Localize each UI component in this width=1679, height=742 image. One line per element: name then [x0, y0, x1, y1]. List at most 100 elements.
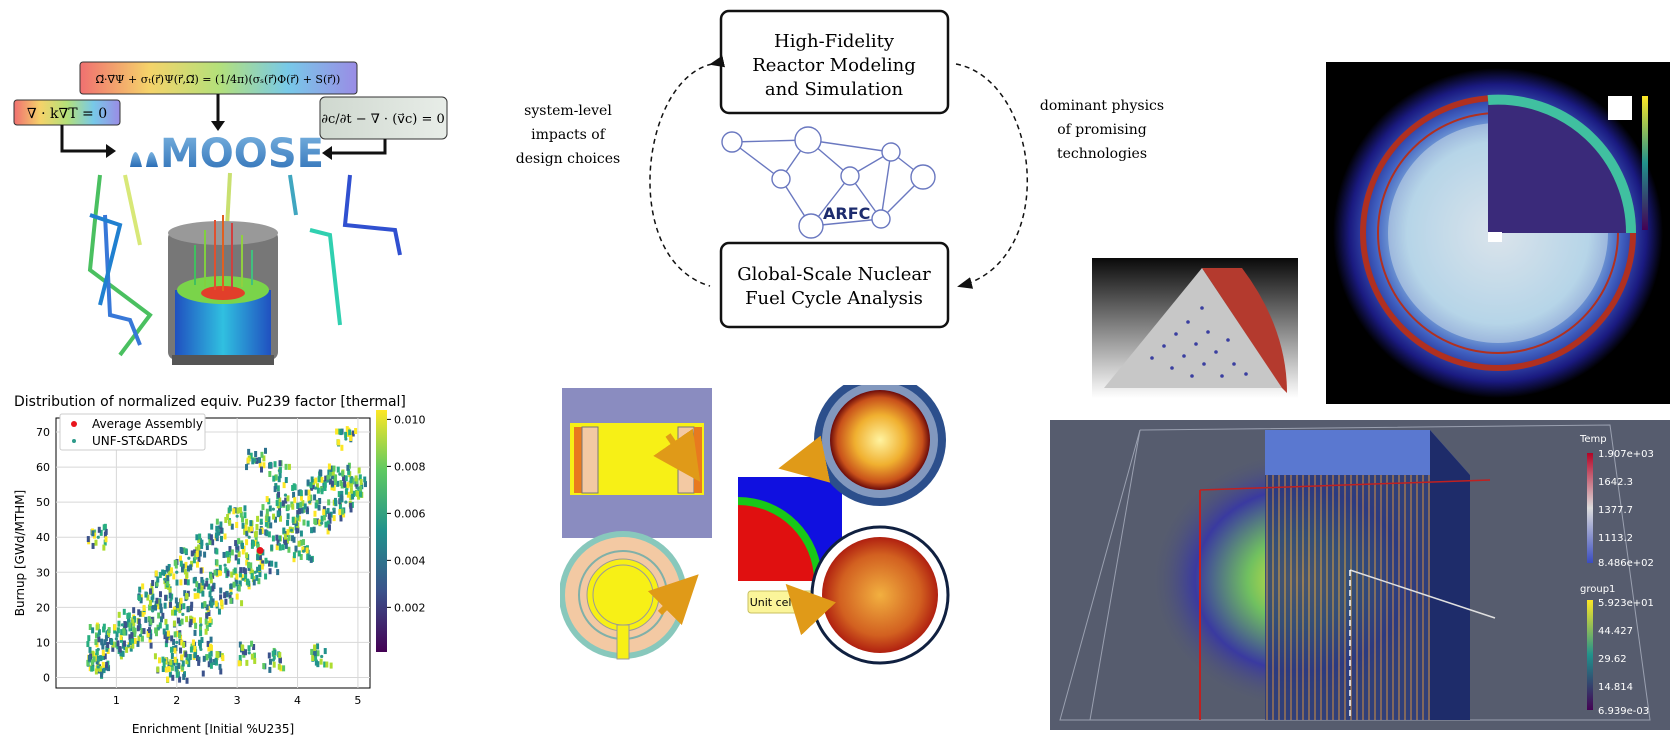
- density-mark: [103, 639, 107, 646]
- right-cycle-arrow: [955, 63, 1028, 289]
- legend-label-average: Average Assembly: [92, 417, 203, 431]
- density-mark: [239, 511, 243, 518]
- density-mark: [241, 548, 245, 555]
- density-mark: [313, 644, 317, 651]
- density-mark: [316, 487, 320, 494]
- density-mark: [218, 663, 222, 670]
- density-mark: [252, 579, 256, 586]
- density-mark: [278, 657, 282, 664]
- density-mark: [103, 539, 107, 546]
- density-mark: [351, 478, 355, 485]
- density-mark: [209, 586, 213, 593]
- density-mark: [100, 639, 104, 646]
- density-mark: [144, 616, 148, 623]
- density-mark: [133, 631, 137, 638]
- density-mark: [217, 570, 221, 577]
- density-mark: [131, 617, 135, 624]
- density-mark: [211, 598, 215, 605]
- density-mark: [137, 635, 141, 642]
- density-mark: [120, 629, 124, 636]
- density-mark: [277, 476, 281, 483]
- density-mark: [242, 567, 246, 574]
- density-mark: [299, 530, 303, 537]
- density-mark: [302, 506, 306, 513]
- density-mark: [272, 513, 276, 520]
- density-mark: [272, 661, 276, 668]
- density-mark: [326, 520, 330, 527]
- density-mark: [159, 603, 163, 610]
- density-mark: [154, 627, 158, 634]
- density-mark: [310, 648, 314, 655]
- density-mark: [178, 555, 182, 562]
- density-mark: [276, 539, 280, 546]
- unf-point: [175, 668, 179, 673]
- density-mark: [233, 567, 237, 574]
- average-assembly-point: [256, 547, 264, 555]
- density-mark: [183, 590, 187, 597]
- density-mark: [198, 583, 202, 590]
- density-mark: [305, 506, 309, 513]
- density-mark: [180, 654, 184, 661]
- density-mark: [309, 482, 313, 489]
- unf-point: [283, 493, 288, 497]
- density-mark: [205, 613, 209, 620]
- unf-point: [126, 644, 131, 648]
- x-tick-label: 1: [113, 694, 120, 707]
- density-mark: [219, 668, 223, 675]
- density-mark: [265, 515, 269, 522]
- density-mark: [278, 544, 282, 551]
- density-mark: [117, 620, 121, 627]
- unf-point: [187, 556, 191, 560]
- density-mark: [175, 602, 179, 609]
- x-tick-label: 4: [294, 694, 301, 707]
- density-mark: [329, 662, 333, 669]
- density-mark: [114, 641, 118, 648]
- density-mark: [141, 610, 145, 617]
- density-mark: [126, 612, 130, 619]
- density-mark: [189, 618, 193, 625]
- density-mark: [314, 477, 318, 484]
- group-tick-4: 6.939e-03: [1598, 706, 1649, 717]
- density-mark: [273, 649, 277, 656]
- density-mark: [157, 603, 161, 610]
- density-mark: [303, 503, 307, 510]
- density-mark: [197, 537, 201, 544]
- moose-logo-text: MOOSE: [160, 131, 324, 177]
- density-mark: [165, 637, 169, 644]
- density-mark: [153, 653, 157, 660]
- density-mark: [148, 604, 152, 611]
- density-mark: [235, 573, 239, 580]
- density-mark: [275, 544, 279, 551]
- density-mark: [324, 475, 328, 482]
- density-mark: [322, 514, 326, 521]
- density-mark: [219, 587, 223, 594]
- density-mark: [327, 469, 331, 476]
- unf-point: [96, 658, 100, 662]
- left-label-line-2: impacts of: [531, 127, 607, 143]
- density-mark: [277, 491, 281, 498]
- density-mark: [99, 671, 103, 678]
- density-mark: [200, 637, 204, 644]
- density-mark: [256, 566, 260, 573]
- reactor-modeling-line-1: High-Fidelity: [774, 31, 895, 52]
- density-mark: [299, 553, 303, 560]
- density-mark: [218, 525, 222, 532]
- density-mark: [209, 662, 213, 669]
- density-mark: [102, 667, 106, 674]
- density-mark: [205, 624, 209, 631]
- density-mark: [349, 506, 353, 513]
- density-mark: [245, 464, 249, 471]
- x-tick-label: 2: [173, 694, 180, 707]
- density-mark: [170, 652, 174, 659]
- density-mark: [237, 558, 241, 565]
- density-mark: [276, 485, 280, 492]
- density-mark: [239, 567, 243, 574]
- density-mark: [105, 630, 109, 637]
- density-mark: [99, 655, 103, 662]
- unf-point: [175, 570, 179, 574]
- density-mark: [190, 601, 194, 608]
- left-label-line-3: design choices: [516, 151, 620, 167]
- density-mark: [220, 603, 224, 610]
- density-mark: [170, 635, 174, 642]
